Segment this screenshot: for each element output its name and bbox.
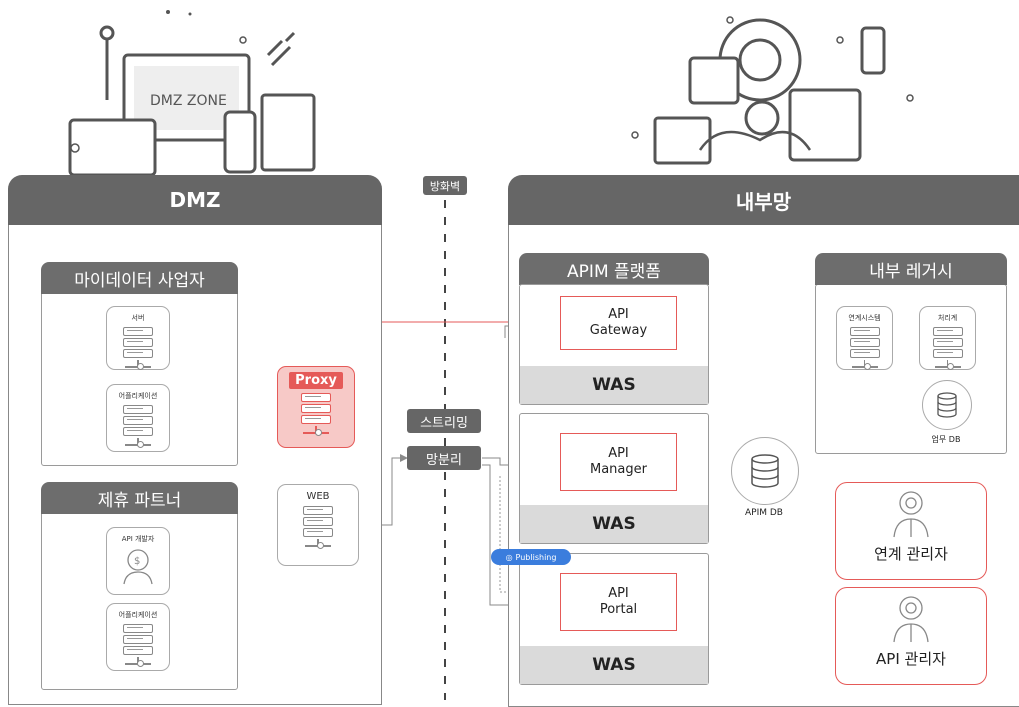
mydata-app-node[interactable]: 어플리케이션 [106, 384, 170, 452]
processing-node[interactable]: 처리계 [919, 306, 976, 370]
netsep-tag: 망분리 [407, 446, 481, 470]
mydata-server-node[interactable]: 서버 [106, 306, 170, 370]
server-icon [123, 327, 153, 369]
manager-line2: Manager [590, 462, 647, 477]
svg-text:$: $ [134, 556, 140, 567]
dmz-monitor-text: DMZ ZONE [150, 93, 227, 109]
api-developer-node[interactable]: API 개발자 $ [106, 527, 170, 595]
partner-title: 제휴 파트너 [41, 482, 238, 514]
server-label: 서버 [131, 314, 145, 322]
app-label: 어플리케이션 [118, 392, 158, 400]
manager-line1: API [608, 446, 629, 461]
proxy-label: Proxy [289, 372, 343, 389]
api-manager-box[interactable]: API Manager [560, 433, 677, 491]
api-gateway-box[interactable]: API Gateway [560, 296, 677, 350]
gateway-was: WAS [520, 366, 708, 404]
gateway-line1: API [608, 307, 629, 322]
portal-was: WAS [520, 646, 708, 684]
globe-icon: ◎ [505, 552, 513, 562]
server-icon [932, 327, 963, 369]
firewall-label: 방화벽 [423, 176, 467, 195]
web-node[interactable]: WEB [277, 484, 359, 566]
server-icon [123, 624, 153, 666]
developer-icon: $ [123, 549, 153, 585]
apim-platform-title: APIM 플랫폼 [519, 253, 709, 285]
portal-line2: Portal [599, 602, 638, 617]
processing-label: 처리계 [937, 314, 958, 322]
api-admin-card[interactable]: API 관리자 [835, 587, 987, 685]
server-icon [301, 393, 331, 435]
streaming-tag: 스트리밍 [407, 409, 481, 433]
api-admin-label: API 관리자 [876, 650, 946, 668]
mydata-provider-title: 마이데이터 사업자 [41, 262, 238, 294]
server-icon [303, 506, 333, 548]
apim-db-node[interactable] [731, 437, 799, 505]
app-label: 어플리케이션 [118, 611, 158, 619]
link-admin-label: 연계 관리자 [874, 545, 948, 563]
manager-was: WAS [520, 505, 708, 543]
admin-icon [893, 491, 929, 538]
internal-zone-title: 내부망 [508, 175, 1019, 225]
link-system-label: 연계시스템 [848, 314, 881, 322]
gateway-line2: Gateway [589, 323, 648, 338]
web-label: WEB [306, 491, 330, 502]
api-portal-box[interactable]: API Portal [560, 573, 677, 631]
publishing-label: Publishing [515, 552, 557, 562]
link-system-node[interactable]: 연계시스템 [836, 306, 893, 370]
link-admin-card[interactable]: 연계 관리자 [835, 482, 987, 580]
dmz-zone-title: DMZ [8, 175, 382, 225]
partner-app-node[interactable]: 어플리케이션 [106, 603, 170, 671]
legacy-title: 내부 레거시 [815, 253, 1007, 285]
database-icon [937, 392, 957, 418]
work-db-node[interactable] [922, 380, 972, 430]
server-icon [123, 405, 153, 447]
database-icon [751, 454, 779, 488]
publishing-badge: ◎Publishing [491, 549, 571, 565]
portal-line1: API [608, 586, 629, 601]
admin-icon [893, 596, 929, 643]
api-developer-label: API 개발자 [121, 535, 155, 543]
apim-db-label: APIM DB [745, 508, 783, 518]
server-icon [849, 327, 880, 369]
proxy-node[interactable]: Proxy [277, 366, 355, 448]
work-db-label: 업무 DB [931, 435, 961, 444]
